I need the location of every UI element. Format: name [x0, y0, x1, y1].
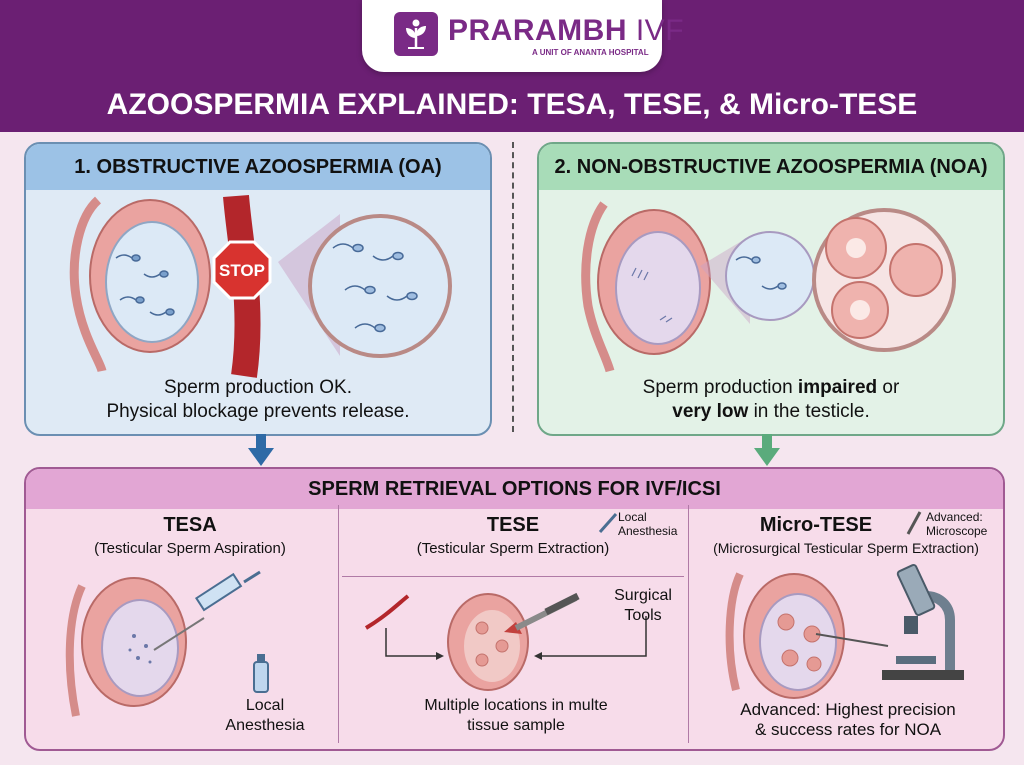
tese-badge-line-2: Anesthesia: [618, 524, 678, 538]
tese-title: TESE: [486, 514, 540, 536]
arrow-down-oa-icon: [248, 434, 274, 466]
syringe-icon: [598, 513, 618, 533]
noa-caption-bold-2: very low: [672, 401, 749, 422]
noa-caption-pre: Sperm production: [642, 377, 798, 398]
pen-icon: [906, 511, 922, 535]
arrow-down-noa-icon: [754, 434, 780, 466]
micro-tese-subtitle: (Microsurgical Testicular Sperm Extracti…: [713, 540, 979, 556]
brand-name-bold: PRARAMBH: [448, 14, 627, 47]
tesa-illustration: [65, 570, 269, 717]
noa-caption-mid: or: [877, 377, 900, 398]
vial-icon: [253, 654, 269, 693]
logo-card: PRARAMBH IVF A UNIT OF ANANTA HOSPITAL: [362, 0, 684, 72]
noa-caption-bold-1: impaired: [797, 377, 878, 398]
column-divider: [338, 505, 339, 743]
obstructive-caption-1: Sperm production OK.: [164, 377, 352, 398]
tesa-subtitle: (Testicular Sperm Aspiration): [94, 540, 286, 557]
column-divider: [688, 505, 689, 743]
tese-separator: [342, 576, 684, 577]
obstructive-caption-2: Physical blockage prevents release.: [106, 401, 410, 422]
microscope-icon: [882, 564, 964, 680]
tese-caption-line-1: Multiple locations in multe: [424, 697, 608, 714]
non-obstructive-caption-2: very low in the testicle.: [539, 400, 1003, 424]
tese-caption: Multiple locations in multe tissue sample: [348, 696, 684, 736]
obstructive-heading: 1. OBSTRUCTIVE AZOOSPERMIA (OA): [26, 144, 490, 190]
micro-tese-title: Micro-TESE: [759, 514, 873, 536]
vas-deferens-icon: [725, 572, 744, 691]
syringe-icon: [153, 570, 261, 651]
micro-tese-badge-line-2: Microscope: [926, 524, 988, 538]
brand-tagline: A UNIT OF ANANTA HOSPITAL: [532, 48, 649, 57]
tese-illustration: [364, 592, 647, 691]
vas-deferens-icon: [65, 584, 86, 717]
vas-deferens-icon: [581, 201, 615, 373]
micro-tese-caption-line-1: Advanced: Highest precision: [740, 700, 956, 719]
micro-tese-illustration: [725, 564, 964, 699]
vas-deferens-icon: [69, 196, 107, 373]
tese-tools-line-1: Surgical: [614, 587, 672, 604]
tese-caption-line-2: tissue sample: [467, 717, 565, 734]
tese-badge-line-1: Local: [618, 510, 647, 524]
incision-icon: [364, 594, 410, 630]
sperm-magnified-icon: [308, 214, 452, 358]
logo-icon: [394, 12, 438, 56]
tesa-anesthesia-line-2: Anesthesia: [225, 717, 305, 734]
stop-sign-icon: [212, 240, 272, 300]
panel-divider: [512, 142, 514, 432]
micro-tese-caption: Advanced: Highest precision& success rat…: [700, 700, 996, 740]
brand-name-light: IVF: [635, 14, 685, 47]
retrieval-options-heading: SPERM RETRIEVAL OPTIONS FOR IVF/ICSI: [26, 469, 1003, 509]
stop-sign-label: STOP: [219, 261, 265, 280]
noa-caption-post: in the testicle.: [748, 401, 870, 422]
tesa-anesthesia-line-1: Local: [245, 697, 285, 714]
scalpel-icon: [514, 592, 580, 631]
sperm-few-icon: [725, 231, 815, 321]
non-obstructive-caption-1: Sperm production impaired or: [539, 376, 1003, 400]
non-obstructive-illustration: [581, 201, 956, 373]
micro-tese-badge-line-1: Advanced:: [926, 510, 983, 524]
tese-tools-line-2: Tools: [624, 607, 662, 624]
micro-tese-badge: Advanced:Microscope: [926, 510, 987, 538]
tese-subtitle: (Testicular Sperm Extraction): [416, 540, 610, 557]
non-obstructive-heading: 2. NON-OBSTRUCTIVE AZOOSPERMIA (NOA): [539, 144, 1003, 190]
obstructive-illustration: STOP: [69, 194, 452, 378]
page-title: AZOOSPERMIA EXPLAINED: TESA, TESE, & Mic…: [106, 88, 918, 121]
brand-name: PRARAMBH IVF: [448, 14, 684, 48]
micro-tese-caption-line-2: & success rates for NOA: [754, 720, 942, 739]
tesa-title: TESA: [163, 514, 217, 536]
